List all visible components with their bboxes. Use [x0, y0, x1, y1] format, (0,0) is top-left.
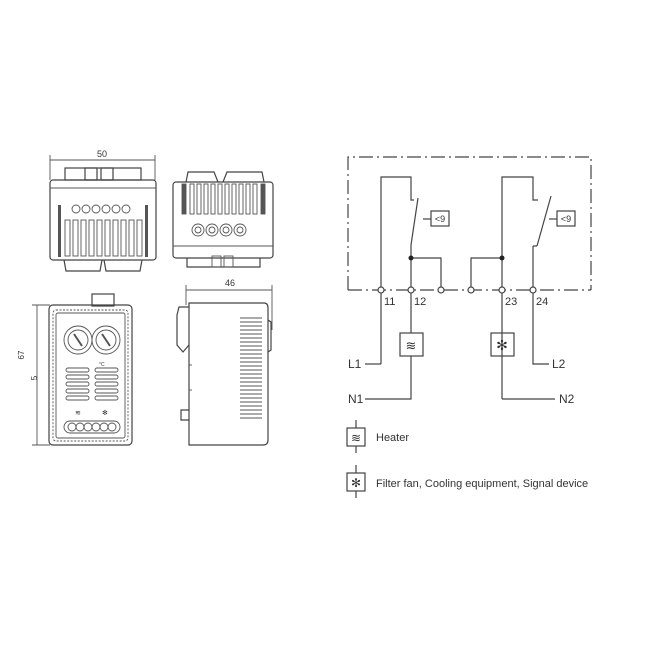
front-view: 67 5 °C ≋ ✻ [17, 293, 133, 446]
legend-fan-box [346, 472, 366, 492]
thermostat-sensor-left [430, 210, 450, 227]
thermostat-dials [63, 325, 121, 355]
legend-fan-icon: ✻ [351, 476, 361, 490]
temperature-unit: °C [99, 362, 105, 368]
sensor-label-right: <9 [561, 214, 571, 224]
heater-load [399, 332, 424, 357]
legend-heater-icon: ≋ [351, 431, 361, 445]
terminal-23: 23 [505, 296, 517, 308]
top-view-rear [172, 171, 274, 268]
wiring-diagram: <9 <9 11 12 23 24 ≋ ✻ L1 N1 L2 N2 [347, 156, 592, 406]
legend-heater-box [346, 427, 366, 447]
top-view-front: 50 [49, 149, 157, 272]
terminal-11: 11 [384, 296, 395, 308]
top-view-terminals [71, 204, 131, 214]
dimension-height-outer: 67 [17, 350, 26, 359]
heater-icon: ≋ [406, 338, 417, 353]
legend: ≋ Heater ✻ Filter fan, Cooling equipment… [346, 420, 588, 498]
line-n2: N2 [559, 392, 575, 406]
side-view: 46 [176, 278, 273, 446]
dimension-depth: 46 [225, 278, 235, 288]
dimension-height-inner: 5 [30, 375, 39, 380]
thermostat-sensor-right [556, 210, 576, 227]
dimension-width: 50 [97, 149, 107, 159]
line-l1: L1 [348, 357, 362, 371]
sensor-label-left: <9 [435, 214, 445, 224]
terminal-24: 24 [536, 296, 548, 308]
front-heater-symbol: ≋ [75, 410, 81, 417]
fan-load [490, 332, 515, 357]
legend-fan-label: Filter fan, Cooling equipment, Signal de… [376, 478, 588, 490]
line-n1: N1 [348, 392, 364, 406]
legend-heater-label: Heater [376, 432, 409, 444]
line-l2: L2 [552, 357, 566, 371]
fan-icon: ✻ [496, 337, 508, 353]
terminal-points [377, 286, 537, 294]
front-fan-symbol: ✻ [102, 409, 108, 417]
terminal-12: 12 [414, 296, 426, 308]
